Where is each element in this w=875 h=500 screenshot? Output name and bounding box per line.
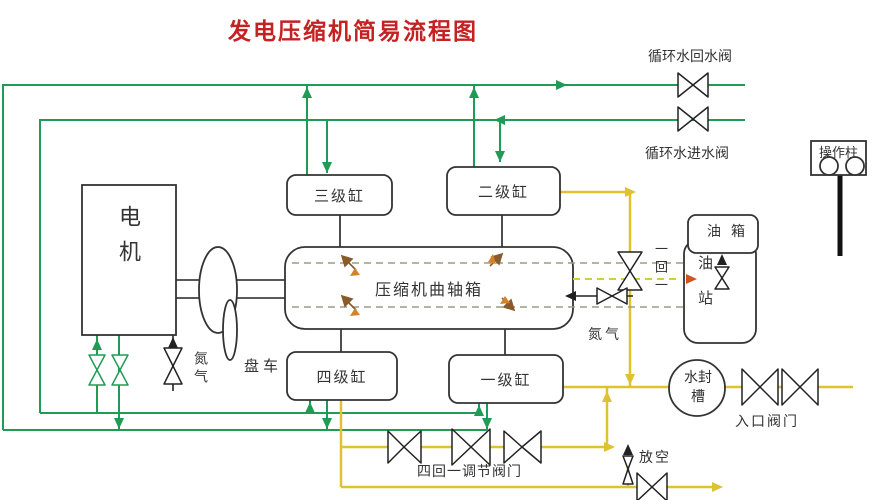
circ-water-return-valve-label: 循环水回水阀 <box>648 50 732 65</box>
turning-gear-label: 盘车 <box>244 359 283 375</box>
stage3-cylinder-label: 三级缸 <box>313 188 365 205</box>
lubrication-arrows <box>340 252 516 316</box>
water-seal-circle <box>668 359 726 417</box>
oil-station-label: 油站 <box>696 255 712 325</box>
stage1-cylinder-label: 一级缸 <box>480 372 532 389</box>
stage3-cylinder-box <box>286 174 393 216</box>
circ-inlet-valve-symbol <box>677 106 709 132</box>
stage4-cylinder-label: 四级缸 <box>316 369 368 386</box>
stage2-cylinder-box <box>446 166 561 216</box>
stage1-cylinder-box <box>448 354 564 404</box>
drain-line-valve <box>636 472 668 500</box>
motor-box <box>81 184 177 336</box>
four-to-one-valve-label: 四回一调节阀门 <box>417 465 522 480</box>
crankcase-box <box>284 246 574 330</box>
water-flow-arrows <box>92 80 567 429</box>
suction-inlet-valve-1 <box>741 368 779 406</box>
vent-label: 放空 <box>639 451 671 466</box>
vent-valve-symbol <box>622 455 634 485</box>
gas-flow-arrows <box>602 187 723 492</box>
circ-return-valve-symbol <box>677 72 709 98</box>
motor-label: 电机 <box>116 205 141 275</box>
operation-column-label: 操作柱 <box>818 145 858 160</box>
stage2-cylinder-label: 二级缸 <box>477 184 529 201</box>
oil-feed-arrow <box>686 274 697 284</box>
black-flow-arrows <box>168 254 727 455</box>
recycle-valve-label: 一回一 <box>653 242 668 296</box>
coupling-ellipse-small <box>222 299 238 361</box>
operation-column-knob-2 <box>845 156 865 176</box>
crankcase-nitrogen-valve <box>596 287 628 305</box>
circ-water-inlet-valve-label: 循环水进水阀 <box>645 147 729 162</box>
suction-inlet-valve-2 <box>781 368 819 406</box>
motor-water-valve-2 <box>111 354 129 386</box>
four-to-one-valve-3 <box>503 430 542 464</box>
nitrogen-label-crankcase: 氮气 <box>588 328 622 343</box>
four-to-one-valve-2 <box>451 428 491 466</box>
stage4-cylinder-box <box>286 351 398 401</box>
inlet-valve-label: 入口阀门 <box>735 415 799 430</box>
operation-column-knob-1 <box>819 156 839 176</box>
motor-water-valve-1 <box>88 354 106 386</box>
motor-nitrogen-valve <box>163 347 183 385</box>
oil-tank-box <box>687 214 759 254</box>
oil-tank-valve <box>714 266 730 290</box>
water-seal-tank-label: 水封槽 <box>684 371 712 405</box>
oil-tank-label: 油箱 <box>707 225 755 240</box>
four-to-one-valve-1 <box>387 430 422 464</box>
nitrogen-label-motor: 氮气 <box>192 351 207 387</box>
recycle-valve-symbol <box>617 251 643 291</box>
diagram-title: 发电压缩机简易流程图 <box>228 19 478 44</box>
crankcase-label: 压缩机曲轴箱 <box>374 282 483 299</box>
